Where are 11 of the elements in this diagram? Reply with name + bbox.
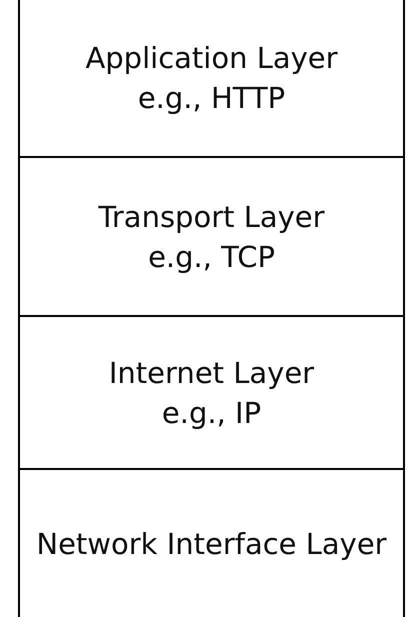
layer-box [18,0,405,158]
layer-box [18,158,405,317]
layer-title: Internet Layer [108,354,314,392]
protocol-example: e.g., TCP [148,238,275,276]
layer-box [18,470,405,617]
layer-box [18,317,405,470]
protocol-example: e.g., IP [162,394,262,432]
protocol-example: e.g., HTTP [138,80,286,117]
layer-title: Network Interface Layer [36,526,387,563]
layer-title: Application Layer [85,40,338,77]
layer-title: Transport Layer [98,198,325,236]
